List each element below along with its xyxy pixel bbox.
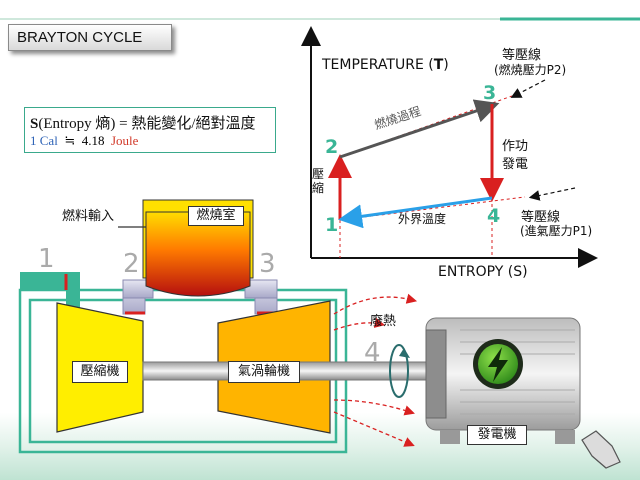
waste-heat-arrows xyxy=(333,293,418,447)
combustor-pipes xyxy=(122,279,278,315)
unit-cal: Cal xyxy=(39,133,58,148)
rotation-icon xyxy=(389,344,410,398)
entropy-symbol: S xyxy=(30,116,39,132)
process-line-23 xyxy=(339,99,500,159)
stage-3-number: 3 xyxy=(259,249,276,279)
conversion-one: 1 xyxy=(30,133,37,148)
isobar-low-label-b: (進氣壓力P1) xyxy=(520,224,593,238)
stage-1-number: 1 xyxy=(38,244,55,274)
process-41-label: 外界溫度 xyxy=(398,212,447,226)
page-title: BRAYTON CYCLE xyxy=(17,29,143,46)
process-34-label-a: 作功 xyxy=(502,139,529,154)
pointer-arrow-low xyxy=(528,187,576,201)
y-axis-label: TEMPERATURE (T) xyxy=(322,57,449,73)
fuel-input-label: 燃料輸入 xyxy=(62,209,115,224)
process-line-41 xyxy=(338,196,493,229)
entropy-formula-line1: S(Entropy 熵) = 熱能變化/絕對溫度 xyxy=(30,112,256,133)
unit-joule: Joule xyxy=(110,133,139,148)
entropy-formula-box: S(Entropy 熵) = 熱能變化/絕對溫度 1 Cal ≒ 4.18 Jo… xyxy=(24,107,276,153)
compressor-label: 壓縮機 xyxy=(72,361,128,383)
ts-diagram xyxy=(301,26,598,268)
point-2-label: 2 xyxy=(325,136,339,158)
cursor-hand-icon xyxy=(581,430,621,469)
turbine-label: 氣渦輪機 xyxy=(228,361,300,383)
stage-4-number: 4 xyxy=(364,338,381,368)
title-banner: BRAYTON CYCLE xyxy=(8,24,172,51)
point-1-label: 1 xyxy=(325,214,339,236)
isobar-high-label-b: (燃燒壓力P2) xyxy=(494,63,567,77)
pointer-arrow-high xyxy=(510,79,546,98)
process-34-label-b: 發電 xyxy=(502,157,529,172)
generator-label: 發電機 xyxy=(467,425,527,445)
point-3-label: 3 xyxy=(483,82,497,104)
x-axis-label: ENTROPY (S) xyxy=(438,264,528,280)
conversion-value: 4.18 xyxy=(81,133,105,148)
power-bolt-icon xyxy=(473,339,523,389)
isobar-low-label-a: 等壓線 xyxy=(521,210,561,225)
combustor-label: 燃燒室 xyxy=(188,206,244,226)
approx-sign: ≒ xyxy=(64,133,76,148)
waste-heat-label: 廢熱 xyxy=(370,314,397,329)
calorie-conversion-line: 1 Cal ≒ 4.18 Joule xyxy=(30,133,138,149)
entropy-definition: (Entropy 熵) = 熱能變化/絕對溫度 xyxy=(38,116,256,132)
stage-2-number: 2 xyxy=(123,249,140,279)
process-12-label: 壓縮 xyxy=(312,167,325,195)
point-4-label: 4 xyxy=(487,205,501,227)
isobar-high-label-a: 等壓線 xyxy=(502,48,542,63)
